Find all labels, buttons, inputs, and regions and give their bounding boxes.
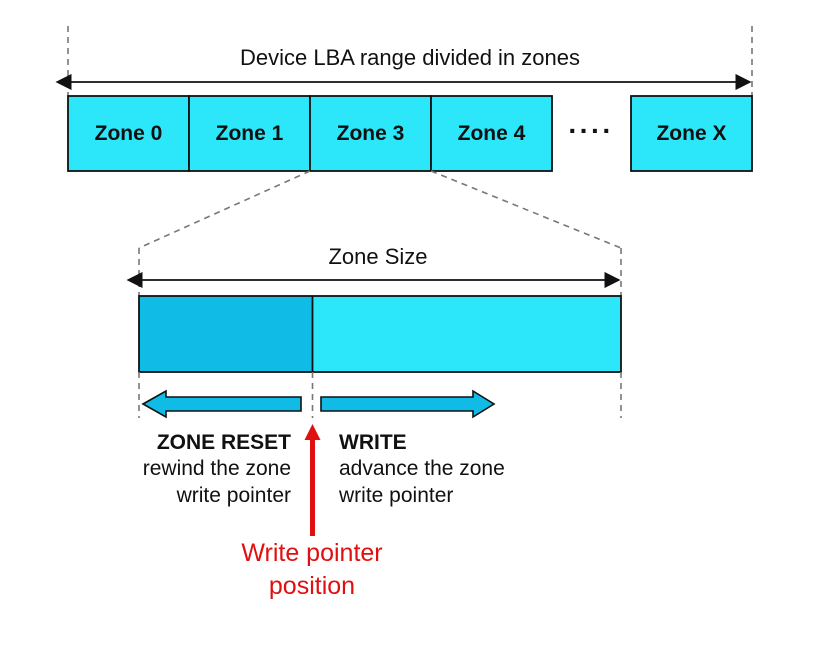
write-pointer-arrow (304, 424, 321, 536)
write-arrow (320, 389, 496, 419)
write-pointer-label-line-1: Write pointer (241, 539, 382, 567)
zone-3-box: Zone 3 (309, 95, 432, 172)
write-line-1: advance the zone (339, 457, 505, 480)
zone-reset-line-1: rewind the zone (143, 457, 291, 480)
zone-4-label: Zone 4 (458, 122, 526, 145)
zoom-connector-left (138, 170, 311, 249)
zone-detail-bar (138, 295, 622, 373)
write-line-2: write pointer (338, 484, 453, 507)
zone-1-box: Zone 1 (188, 95, 311, 172)
zone-detail-outline (138, 295, 622, 373)
write-description: WRITE advance the zone write pointer (338, 431, 505, 507)
zone-x-label: Zone X (656, 122, 726, 145)
zone-reset-arrow (141, 389, 302, 419)
write-title: WRITE (339, 431, 407, 454)
zone-4-box: Zone 4 (430, 95, 553, 172)
zone-0-box: Zone 0 (67, 95, 190, 172)
write-pointer-label-line-2: position (269, 572, 355, 600)
zone-3-label: Zone 3 (337, 122, 405, 145)
zone-x-box: Zone X (630, 95, 753, 172)
zoom-connector-right (430, 170, 622, 249)
zone-0-label: Zone 0 (95, 122, 163, 145)
zone-1-label: Zone 1 (216, 122, 284, 145)
zone-row: Zone 0 Zone 1 Zone 3 Zone 4 ···· Zone X (67, 95, 753, 172)
zones-ellipsis: ···· (568, 115, 613, 146)
zone-reset-title: ZONE RESET (157, 431, 291, 454)
zone-written-area (139, 296, 313, 372)
zone-size-label: Zone Size (328, 244, 427, 269)
zone-reset-line-2: write pointer (176, 484, 291, 507)
write-pointer-label: Write pointer position (241, 539, 382, 600)
device-range-label: Device LBA range divided in zones (240, 45, 580, 70)
zone-reset-description: ZONE RESET rewind the zone write pointer (143, 431, 291, 507)
